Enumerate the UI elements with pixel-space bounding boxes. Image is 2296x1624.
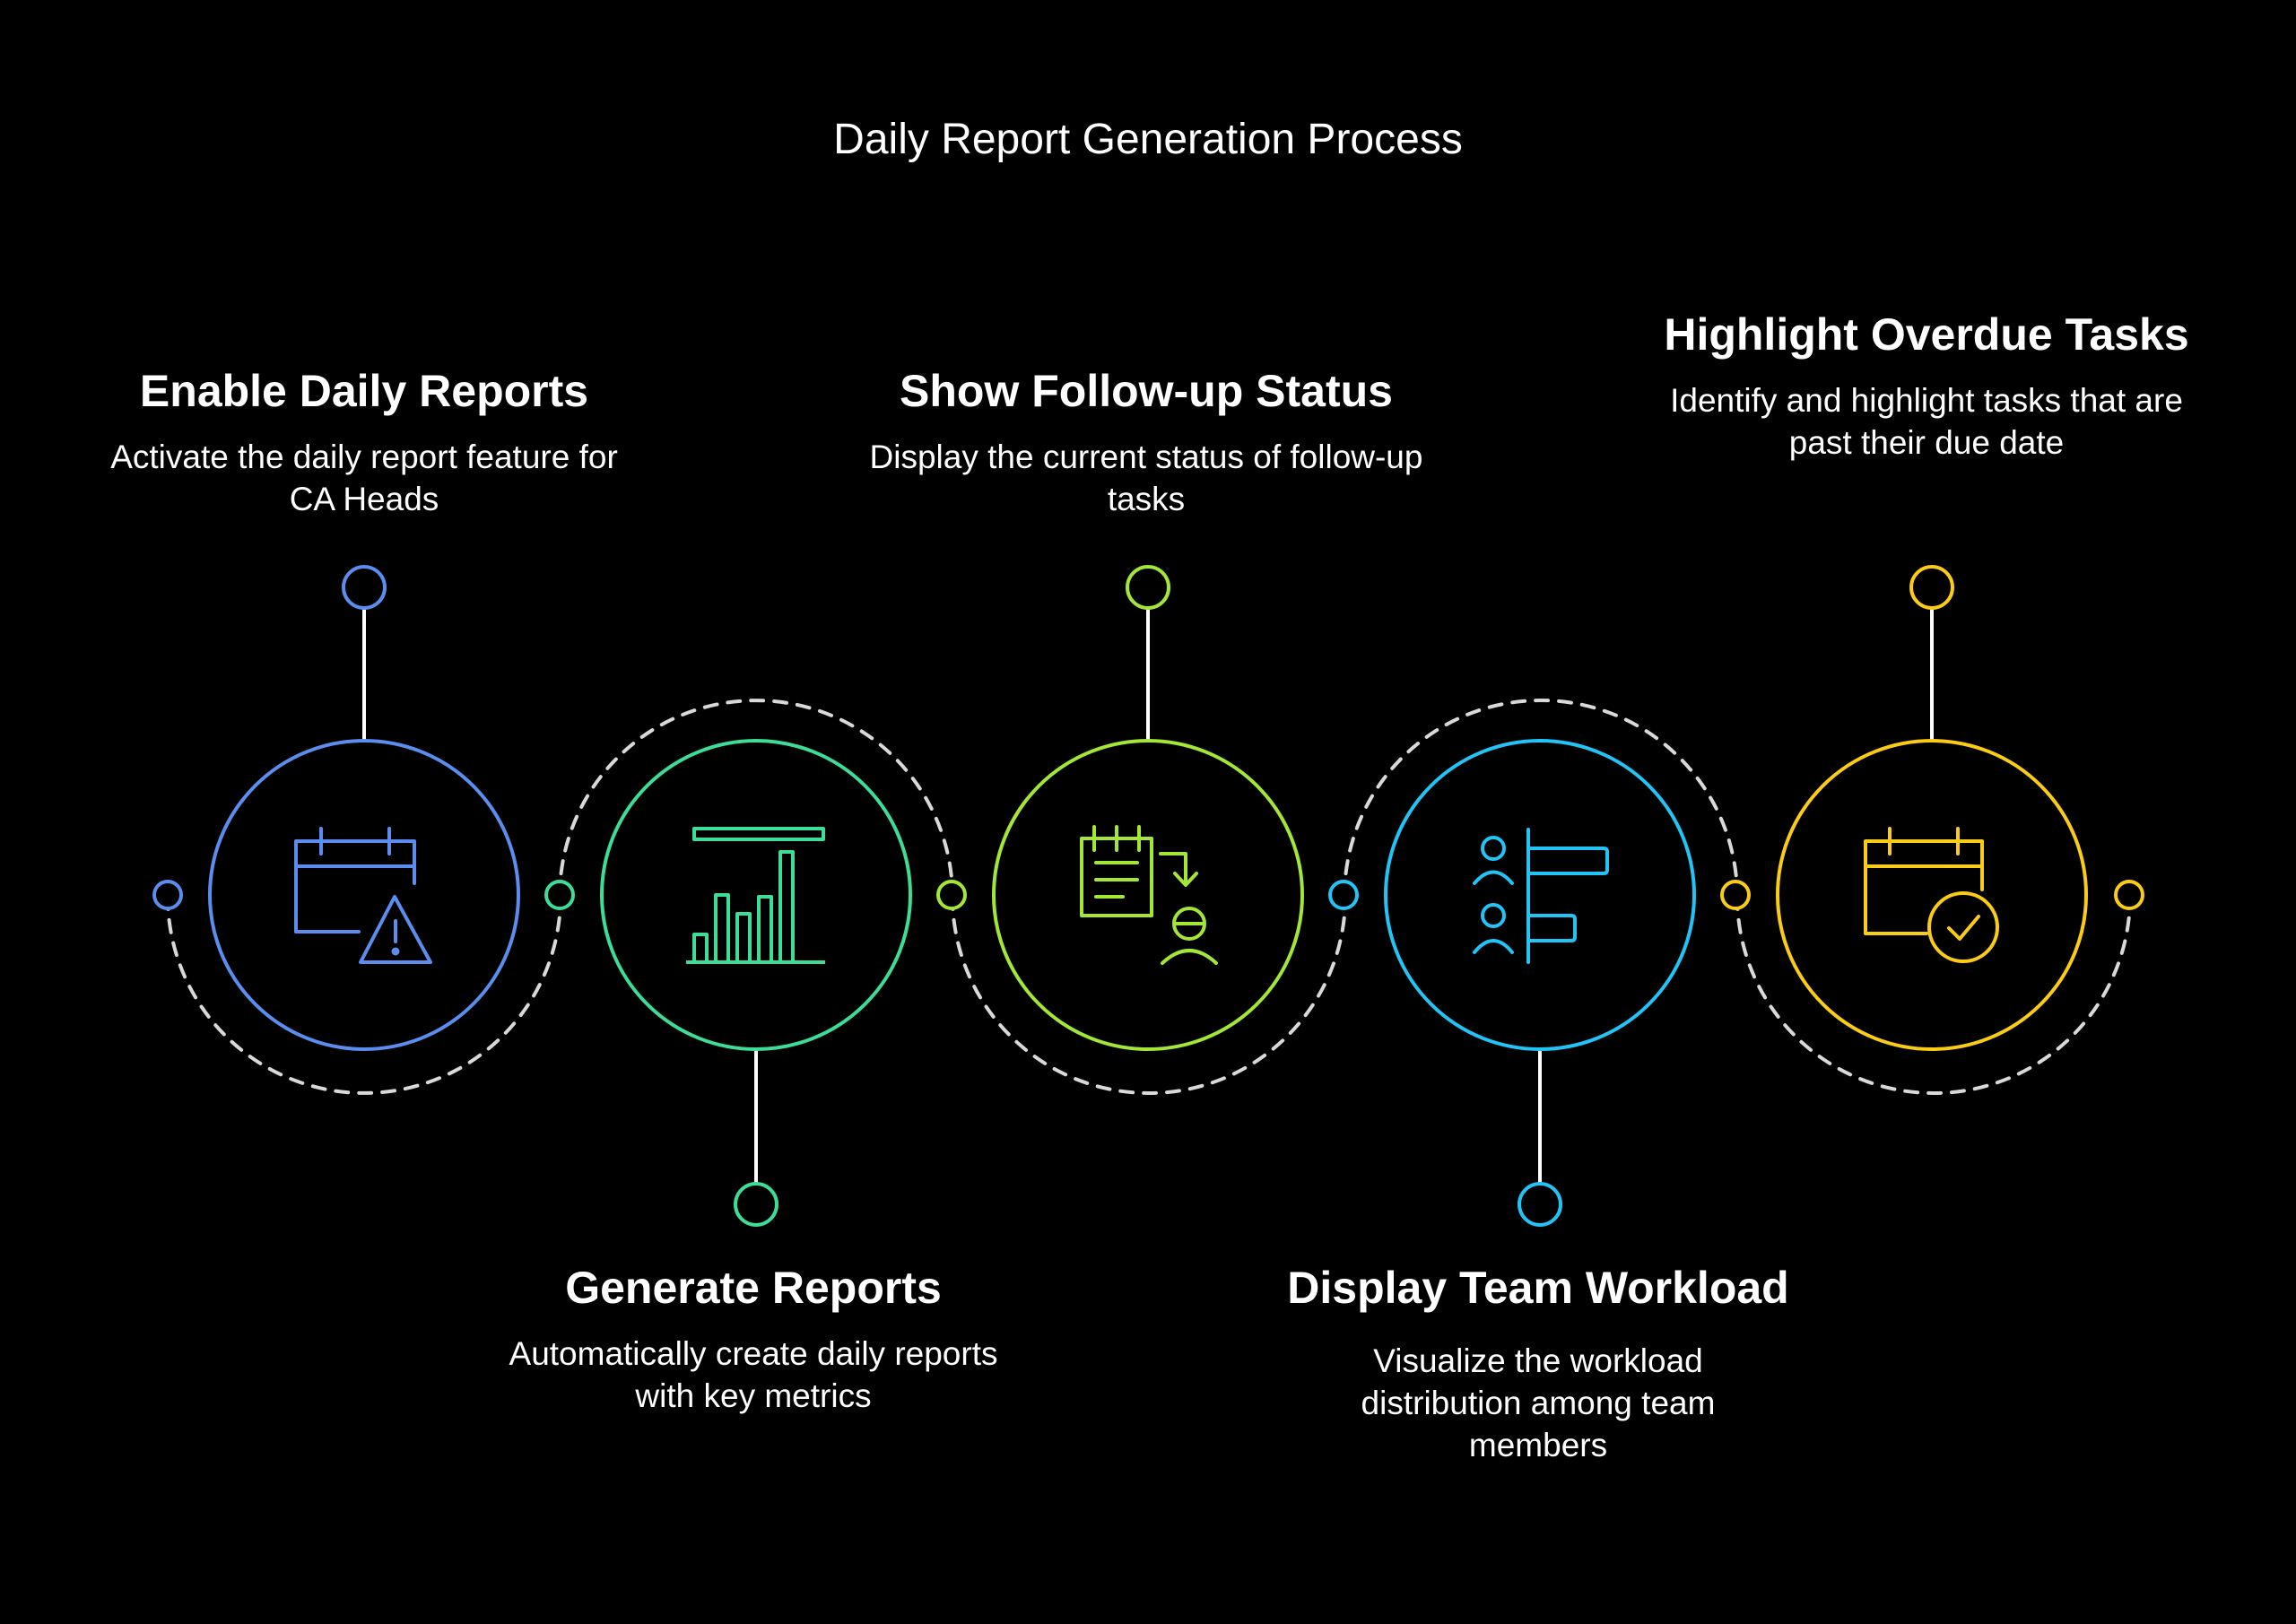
step-description: Activate the daily report feature for CA… <box>110 439 618 517</box>
step-circles <box>208 739 2088 1051</box>
step-circle-2 <box>600 739 912 1051</box>
diagram-title: Daily Report Generation Process <box>833 116 1463 163</box>
step-description: Automatically create daily reports with … <box>509 1335 998 1414</box>
connector-end-3 <box>1126 565 1170 610</box>
step-title: Display Team Workload <box>1287 1263 1789 1313</box>
bar-chart-icon <box>686 827 825 964</box>
connector-end-2 <box>734 1182 778 1227</box>
dashed-arc-1 <box>166 895 562 1095</box>
junction-dot <box>544 880 575 910</box>
junction-dot <box>1720 880 1751 910</box>
junction-dot <box>1328 880 1359 910</box>
step-label-display-team-workload: Display Team Workload Visualize the work… <box>1260 1260 1816 1466</box>
calendar-warning-icon <box>294 827 432 964</box>
step-label-highlight-overdue-tasks: Highlight Overdue Tasks Identify and hig… <box>1648 307 2205 464</box>
connector-lines <box>362 609 1934 1184</box>
clipboard-user-icon <box>1080 825 1218 965</box>
step-description: Visualize the workload distribution amon… <box>1361 1342 1716 1463</box>
step-title: Generate Reports <box>565 1263 942 1313</box>
dashed-arcs <box>166 699 2132 1095</box>
step-title: Show Follow-up Status <box>900 366 1393 416</box>
step-description: Identify and highlight tasks that are pa… <box>1670 382 2183 461</box>
step-circle-3 <box>992 739 1304 1051</box>
dashed-arc-5 <box>1735 895 2132 1095</box>
dashed-arc-2 <box>558 699 954 899</box>
calendar-check-icon <box>1864 827 1999 963</box>
team-workload-icon <box>1473 828 1609 964</box>
junction-dot <box>936 880 967 910</box>
step-circle-5 <box>1776 739 2088 1051</box>
connector-end-4 <box>1518 1182 1562 1227</box>
dashed-arc-3 <box>951 895 1347 1095</box>
connector-ends <box>342 565 1954 1227</box>
dashed-arc-4 <box>1343 699 1739 899</box>
junction-dots <box>152 880 2144 910</box>
junction-dot <box>152 880 183 910</box>
junction-dot <box>2114 880 2144 910</box>
step-title: Highlight Overdue Tasks <box>1664 309 2189 360</box>
connector-end-5 <box>1909 565 1954 610</box>
step-label-enable-daily-reports: Enable Daily Reports Activate the daily … <box>86 363 642 520</box>
step-circle-4 <box>1384 739 1696 1051</box>
step-circle-1 <box>208 739 520 1051</box>
step-label-show-follow-up-status: Show Follow-up Status Display the curren… <box>868 363 1424 520</box>
step-title: Enable Daily Reports <box>139 366 589 416</box>
step-description: Display the current status of follow-up … <box>869 439 1423 517</box>
step-label-generate-reports: Generate Reports Automatically create da… <box>475 1260 1031 1417</box>
connector-end-1 <box>342 565 387 610</box>
